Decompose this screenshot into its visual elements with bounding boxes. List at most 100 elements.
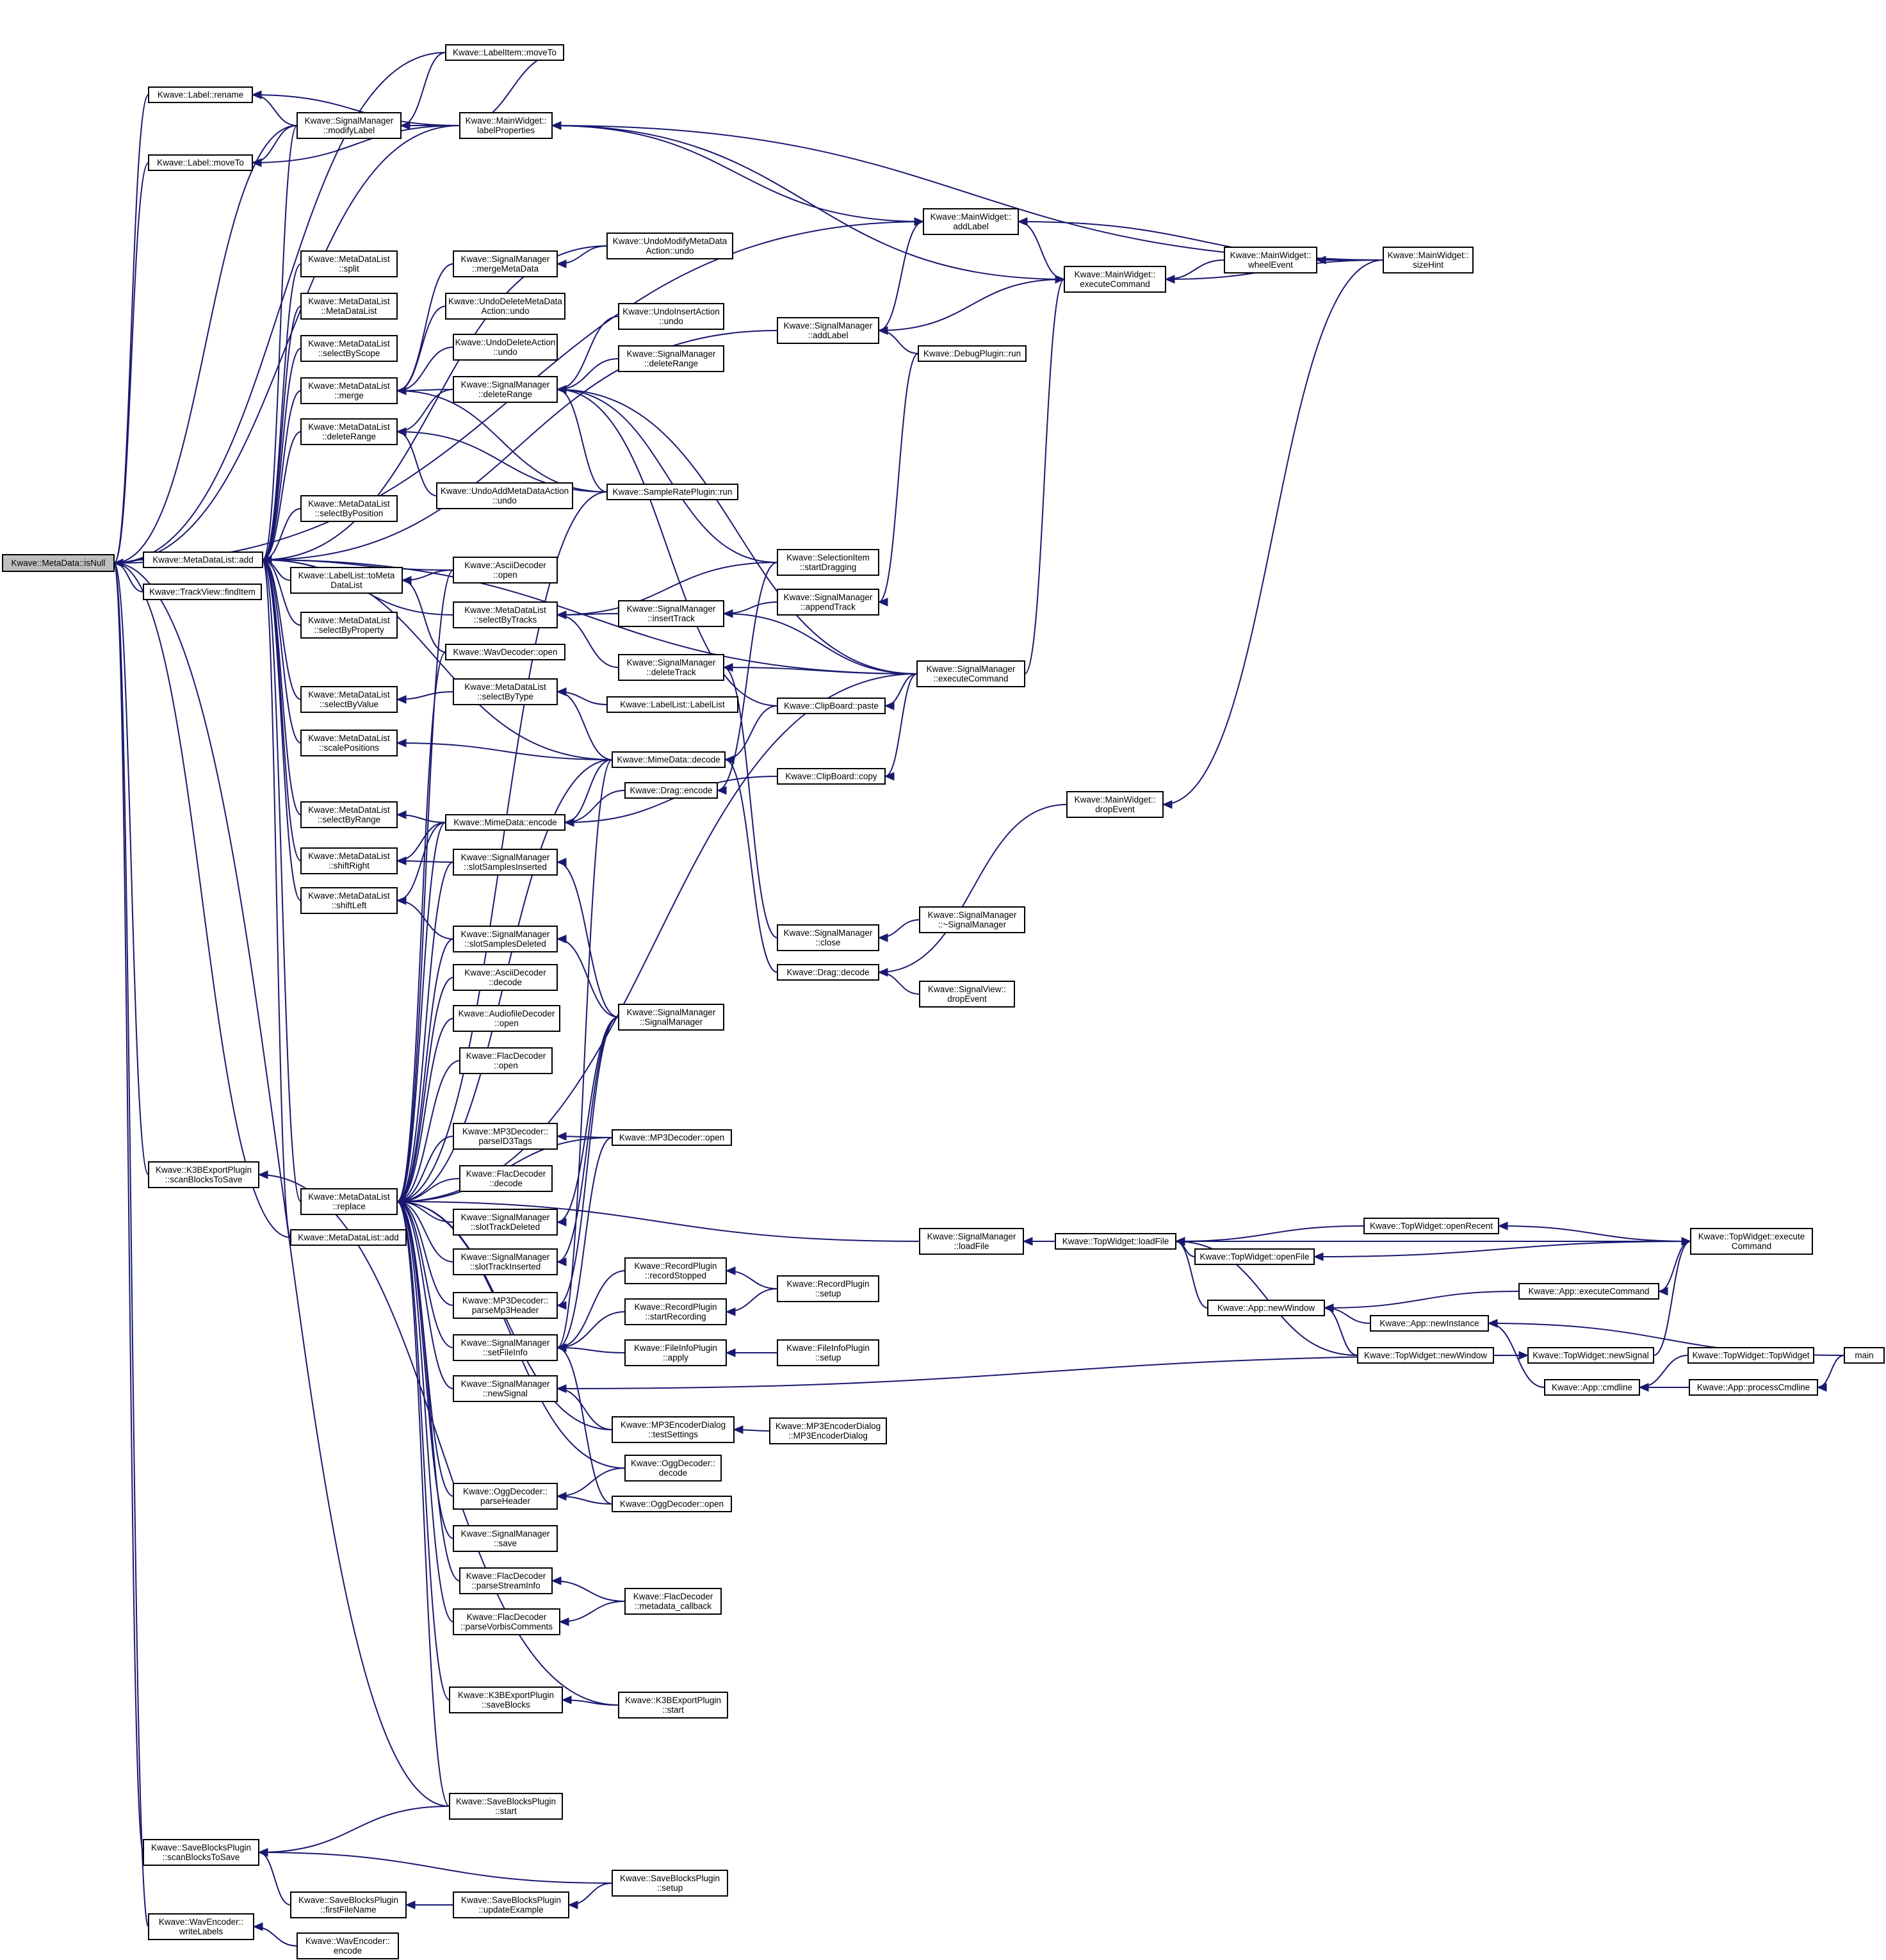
node-kwave-oggdecoder-parseheader[interactable]: Kwave::OggDecoder::parseHeader (453, 1483, 558, 1510)
node-kwave-signalmanager-signalmanager[interactable]: Kwave::SignalManager::~SignalManager (919, 906, 1025, 933)
node-kwave-mainwidget-executecommand[interactable]: Kwave::MainWidget::executeCommand (1064, 266, 1166, 293)
node-kwave-metadatalist-selectbytype[interactable]: Kwave::MetaDataList::selectByType (453, 678, 558, 705)
node-kwave-fileinfoplugin-apply[interactable]: Kwave::FileInfoPlugin::apply (624, 1339, 727, 1366)
node-kwave-metadatalist-shiftright[interactable]: Kwave::MetaDataList::shiftRight (300, 847, 398, 874)
node-kwave-recordplugin-setup[interactable]: Kwave::RecordPlugin::setup (777, 1275, 879, 1302)
node-kwave-clipboard-copy[interactable]: Kwave::ClipBoard::copy (777, 768, 886, 785)
node-kwave-wavencoder-encode[interactable]: Kwave::WavEncoder::encode (297, 1932, 399, 1959)
node-kwave-topwidget-newsignal[interactable]: Kwave::TopWidget::newSignal (1527, 1347, 1654, 1364)
node-kwave-mainwidget-labelproperties[interactable]: Kwave::MainWidget::labelProperties (459, 112, 553, 139)
node-kwave-app-newinstance[interactable]: Kwave::App::newInstance (1370, 1315, 1489, 1332)
node-kwave-metadatalist-split[interactable]: Kwave::MetaDataList::split (300, 250, 398, 277)
node-kwave-app-newwindow[interactable]: Kwave::App::newWindow (1207, 1300, 1325, 1316)
node-kwave-mp3decoder-parsemp3header[interactable]: Kwave::MP3Decoder::parseMp3Header (453, 1292, 558, 1319)
node-kwave-mainwidget-addlabel[interactable]: Kwave::MainWidget::addLabel (923, 208, 1019, 235)
node-kwave-label-moveto[interactable]: Kwave::Label::moveTo (148, 154, 253, 171)
node-kwave-oggdecoder-decode[interactable]: Kwave::OggDecoder::decode (624, 1455, 722, 1482)
node-kwave-topwidget-loadfile[interactable]: Kwave::TopWidget::loadFile (1055, 1233, 1176, 1250)
node-kwave-metadatalist-add[interactable]: Kwave::MetaDataList::add (143, 551, 263, 568)
node-kwave-clipboard-paste[interactable]: Kwave::ClipBoard::paste (777, 698, 886, 714)
node-kwave-signalmanager-inserttrack[interactable]: Kwave::SignalManager::insertTrack (618, 600, 724, 627)
node-kwave-signalmanager-slotsamplesdeleted[interactable]: Kwave::SignalManager::slotSamplesDeleted (453, 926, 558, 952)
node-kwave-mainwidget-sizehint[interactable]: Kwave::MainWidget::sizeHint (1383, 247, 1474, 274)
node-kwave-signalmanager-setfileinfo[interactable]: Kwave::SignalManager::setFileInfo (453, 1334, 558, 1361)
node-main[interactable]: main (1844, 1347, 1885, 1364)
node-kwave-signalmanager-addlabel[interactable]: Kwave::SignalManager::addLabel (777, 317, 879, 344)
node-kwave-wavdecoder-open[interactable]: Kwave::WavDecoder::open (445, 644, 565, 660)
node-kwave-signalmanager-signalmanager[interactable]: Kwave::SignalManager::SignalManager (618, 1004, 724, 1031)
node-kwave-undoaddmetadataaction-undo[interactable]: Kwave::UndoAddMetaDataAction::undo (436, 482, 573, 509)
node-kwave-mainwidget-dropevent[interactable]: Kwave::MainWidget::dropEvent (1066, 791, 1164, 818)
node-kwave-oggdecoder-open[interactable]: Kwave::OggDecoder::open (612, 1496, 732, 1512)
node-kwave-metadatalist-selectbyrange[interactable]: Kwave::MetaDataList::selectByRange (300, 801, 398, 828)
node-kwave-signalmanager-newsignal[interactable]: Kwave::SignalManager::newSignal (453, 1375, 558, 1402)
node-kwave-metadatalist-selectbyscope[interactable]: Kwave::MetaDataList::selectByScope (300, 335, 398, 362)
node-kwave-topwidget-openrecent[interactable]: Kwave::TopWidget::openRecent (1363, 1218, 1499, 1234)
node-kwave-wavencoder-writelabels[interactable]: Kwave::WavEncoder::writeLabels (148, 1913, 254, 1940)
node-kwave-asciidecoder-decode[interactable]: Kwave::AsciiDecoder::decode (453, 964, 558, 991)
node-kwave-signalmanager-modifylabel[interactable]: Kwave::SignalManager::modifyLabel (297, 112, 402, 139)
node-kwave-metadatalist-deleterange[interactable]: Kwave::MetaDataList::deleteRange (300, 418, 398, 445)
node-kwave-signalmanager-close[interactable]: Kwave::SignalManager::close (777, 924, 879, 951)
node-kwave-app-executecommand[interactable]: Kwave::App::executeCommand (1518, 1283, 1659, 1300)
node-kwave-metadatalist-selectbyproperty[interactable]: Kwave::MetaDataList::selectByProperty (300, 612, 398, 639)
node-kwave-selectionitem-startdragging[interactable]: Kwave::SelectionItem::startDragging (777, 549, 879, 576)
node-kwave-trackview-finditem[interactable]: Kwave::TrackView::findItem (143, 584, 262, 600)
node-kwave-app-cmdline[interactable]: Kwave::App::cmdline (1544, 1379, 1640, 1396)
node-kwave-mimedata-encode[interactable]: Kwave::MimeData::encode (445, 814, 565, 831)
node-kwave-metadatalist-replace[interactable]: Kwave::MetaDataList::replace (300, 1188, 398, 1215)
node-kwave-saveblocksplugin-start[interactable]: Kwave::SaveBlocksPlugin::start (449, 1793, 563, 1820)
node-kwave-asciidecoder-open[interactable]: Kwave::AsciiDecoder::open (453, 557, 558, 584)
node-kwave-k3bexportplugin-start[interactable]: Kwave::K3BExportPlugin::start (618, 1692, 728, 1719)
node-kwave-signalmanager-deleterange[interactable]: Kwave::SignalManager::deleteRange (618, 345, 724, 372)
node-kwave-k3bexportplugin-scanblockstosave[interactable]: Kwave::K3BExportPlugin::scanBlocksToSave (148, 1161, 259, 1188)
node-kwave-signalview-dropevent[interactable]: Kwave::SignalView::dropEvent (919, 981, 1015, 1008)
node-kwave-signalmanager-save[interactable]: Kwave::SignalManager::save (453, 1525, 558, 1552)
node-kwave-metadatalist-selectbytracks[interactable]: Kwave::MetaDataList::selectByTracks (453, 601, 558, 628)
node-kwave-flacdecoder-metadata-callback[interactable]: Kwave::FlacDecoder::metadata_callback (624, 1588, 722, 1615)
node-kwave-topwidget-topwidget[interactable]: Kwave::TopWidget::TopWidget (1687, 1347, 1814, 1364)
node-kwave-flacdecoder-parsevorbiscomments[interactable]: Kwave::FlacDecoder::parseVorbisComments (453, 1608, 560, 1635)
node-kwave-signalmanager-deleterange[interactable]: Kwave::SignalManager::deleteRange (453, 376, 558, 403)
node-kwave-metadatalist-selectbyposition[interactable]: Kwave::MetaDataList::selectByPosition (300, 495, 398, 522)
node-kwave-labelitem-moveto[interactable]: Kwave::LabelItem::moveTo (445, 44, 564, 61)
node-kwave-mp3encoderdialog-testsettings[interactable]: Kwave::MP3EncoderDialog::testSettings (612, 1416, 735, 1443)
node-kwave-saveblocksplugin-updateexample[interactable]: Kwave::SaveBlocksPlugin::updateExample (453, 1891, 569, 1918)
node-kwave-drag-decode[interactable]: Kwave::Drag::decode (777, 964, 879, 981)
node-kwave-saveblocksplugin-setup[interactable]: Kwave::SaveBlocksPlugin::setup (612, 1870, 728, 1897)
node-kwave-signalmanager-executecommand[interactable]: Kwave::SignalManager::executeCommand (916, 660, 1025, 687)
node-kwave-signalmanager-deletetrack[interactable]: Kwave::SignalManager::deleteTrack (618, 654, 724, 681)
node-kwave-saveblocksplugin-firstfilename[interactable]: Kwave::SaveBlocksPlugin::firstFileName (290, 1891, 407, 1918)
node-kwave-saveblocksplugin-scanblockstosave[interactable]: Kwave::SaveBlocksPlugin::scanBlocksToSav… (143, 1839, 259, 1866)
node-kwave-labellist-labellist[interactable]: Kwave::LabelList::LabelList (606, 696, 738, 713)
node-kwave-label-rename[interactable]: Kwave::Label::rename (148, 86, 253, 103)
node-kwave-metadatalist-add[interactable]: Kwave::MetaDataList::add (290, 1229, 407, 1246)
node-kwave-flacdecoder-decode[interactable]: Kwave::FlacDecoder::decode (459, 1165, 553, 1192)
node-kwave-fileinfoplugin-setup[interactable]: Kwave::FileInfoPlugin::setup (777, 1339, 879, 1366)
node-kwave-metadatalist-metadatalist[interactable]: Kwave::MetaDataList::MetaDataList (300, 293, 398, 320)
node-kwave-drag-encode[interactable]: Kwave::Drag::encode (624, 782, 718, 799)
node-kwave-mp3decoder-parseid3tags[interactable]: Kwave::MP3Decoder::parseID3Tags (453, 1123, 558, 1150)
node-kwave-signalmanager-loadfile[interactable]: Kwave::SignalManager::loadFile (919, 1228, 1024, 1255)
node-kwave-undodeleteaction-undo[interactable]: Kwave::UndoDeleteAction::undo (453, 334, 558, 361)
node-kwave-signalmanager-slotsamplesinserted[interactable]: Kwave::SignalManager::slotSamplesInserte… (453, 849, 558, 876)
node-kwave-k3bexportplugin-saveblocks[interactable]: Kwave::K3BExportPlugin::saveBlocks (449, 1686, 563, 1713)
node-kwave-signalmanager-appendtrack[interactable]: Kwave::SignalManager::appendTrack (777, 589, 879, 616)
node-kwave-debugplugin-run[interactable]: Kwave::DebugPlugin::run (918, 345, 1027, 362)
node-kwave-topwidget-executecommand[interactable]: Kwave::TopWidget::executeCommand (1690, 1228, 1813, 1255)
node-kwave-metadata-isnull[interactable]: Kwave::MetaData::isNull (2, 554, 115, 572)
node-kwave-audiofiledecoder-open[interactable]: Kwave::AudiofileDecoder::open (453, 1005, 560, 1032)
node-kwave-mp3decoder-open[interactable]: Kwave::MP3Decoder::open (612, 1129, 732, 1146)
node-kwave-topwidget-openfile[interactable]: Kwave::TopWidget::openFile (1194, 1248, 1315, 1265)
node-kwave-undoinsertaction-undo[interactable]: Kwave::UndoInsertAction::undo (618, 303, 724, 330)
node-kwave-metadatalist-scalepositions[interactable]: Kwave::MetaDataList::scalePositions (300, 730, 398, 756)
node-kwave-flacdecoder-parsestreaminfo[interactable]: Kwave::FlacDecoder::parseStreamInfo (459, 1567, 553, 1594)
node-kwave-metadatalist-merge[interactable]: Kwave::MetaDataList::merge (300, 377, 398, 404)
node-kwave-signalmanager-slottrackdeleted[interactable]: Kwave::SignalManager::slotTrackDeleted (453, 1209, 558, 1236)
node-kwave-recordplugin-recordstopped[interactable]: Kwave::RecordPlugin::recordStopped (624, 1257, 727, 1284)
node-kwave-app-processcmdline[interactable]: Kwave::App::processCmdline (1689, 1379, 1818, 1396)
node-kwave-topwidget-newwindow[interactable]: Kwave::TopWidget::newWindow (1357, 1347, 1494, 1364)
